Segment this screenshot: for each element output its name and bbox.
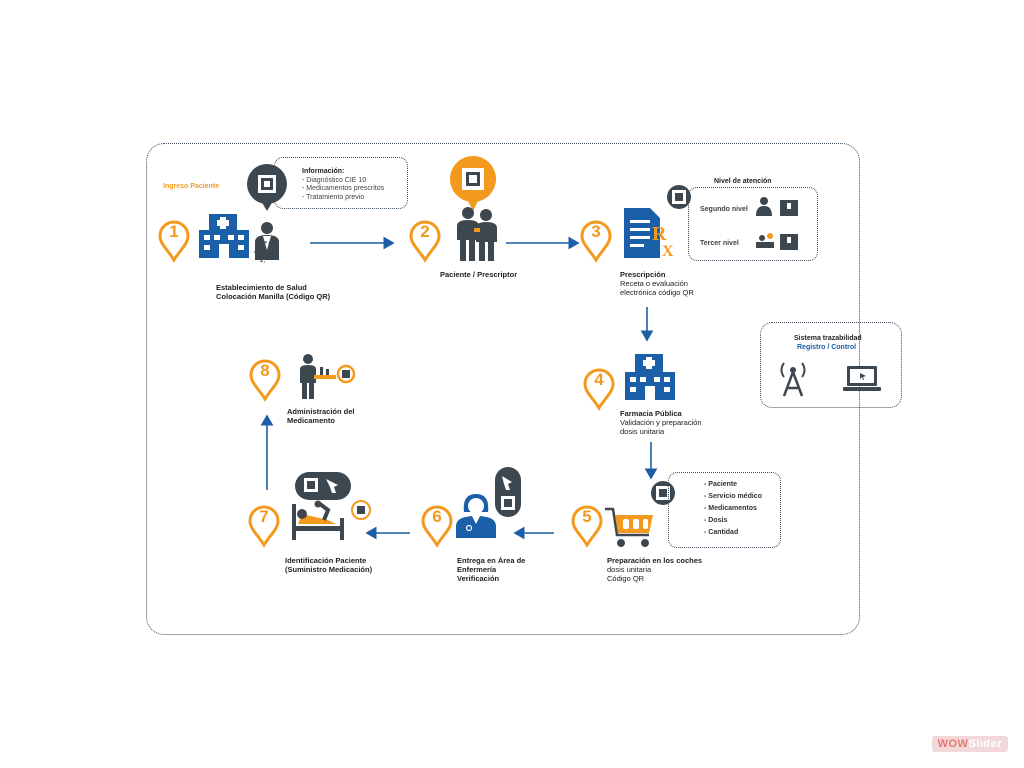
- svg-text:R: R: [652, 223, 667, 245]
- step-3-line: electrónica código QR: [620, 288, 694, 297]
- step-8-title: Administración del: [287, 407, 355, 416]
- step-6-caption: Entrega en Área de Enfermería Verificaci…: [457, 556, 525, 583]
- cart-icon: [605, 507, 653, 547]
- step-4-title: Farmacia Pública: [620, 409, 682, 418]
- step-number: 5: [582, 507, 592, 526]
- step-8-caption: Administración del Medicamento: [287, 407, 355, 425]
- info-item: - Medicamentos prescritos: [302, 185, 385, 192]
- care-level-second: Segundo nivel: [700, 206, 748, 213]
- step-5-title: Preparación en los coches: [607, 556, 703, 565]
- traceability-subtitle: Registro / Control: [797, 344, 857, 351]
- step-3-title: Prescripción: [620, 270, 666, 279]
- step-number: 6: [432, 507, 442, 526]
- traceability-box: [760, 322, 902, 408]
- step-6-line: Enfermería: [457, 565, 497, 574]
- step-8-marker: 8: [249, 359, 281, 402]
- step-7-caption: Identificación Paciente (Suministro Medi…: [285, 556, 372, 574]
- step-8-line: Medicamento: [287, 416, 335, 425]
- step-number: 8: [260, 361, 270, 380]
- doctor-icon: [254, 222, 279, 263]
- wowslider-watermark[interactable]: WOWSlider: [931, 736, 1008, 752]
- qr-scan-capsule-icon: [295, 472, 351, 500]
- step-4-caption: Farmacia Pública Validación y preparació…: [620, 409, 702, 436]
- step-2-caption: Paciente / Prescriptor: [440, 270, 517, 279]
- step-5-line: Código QR: [607, 574, 645, 583]
- step-1-line: Colocación Manilla (Código QR): [216, 292, 331, 301]
- step-7-marker: 7: [248, 505, 280, 548]
- step-7-line: (Suministro Medicación): [285, 565, 373, 574]
- qr-code-icon: [667, 185, 691, 209]
- pharmacy-icon: [625, 354, 675, 400]
- step-2-title: Paciente / Prescriptor: [440, 270, 518, 279]
- administration-icon: [300, 354, 356, 399]
- cart-list-item: - Dosis: [704, 517, 728, 524]
- watermark-slider: Slider: [968, 738, 1002, 750]
- step-4-marker: 4: [583, 368, 615, 411]
- step-6-title: Entrega en Área de: [457, 556, 526, 565]
- scanner-qr-capsule-icon: [495, 467, 521, 517]
- care-level-box: [688, 187, 818, 261]
- cart-list-item: - Servicio médico: [704, 493, 762, 500]
- step-number: 7: [259, 507, 269, 526]
- svg-text:X: X: [662, 243, 674, 260]
- info-item: - Tratamiento previo: [302, 194, 365, 201]
- step-1-marker: 1: [158, 220, 190, 263]
- cart-list: - Paciente - Servicio médico - Medicamen…: [704, 479, 762, 539]
- info-item: - Diagnóstico CIE 10: [302, 177, 367, 184]
- third-level-icon: [756, 233, 798, 250]
- step-3-line: Receta o evaluación: [620, 279, 688, 288]
- intake-label: Ingreso Paciente: [163, 183, 220, 190]
- step-6-marker: 6: [421, 505, 453, 548]
- step-1-title: Establecimiento de Salud: [216, 283, 307, 292]
- cart-list-item: - Medicamentos: [704, 505, 757, 512]
- step-3-caption: Prescripción Receta o evaluación electró…: [620, 270, 694, 297]
- qr-badge-icon: [351, 500, 371, 520]
- antenna-icon: [780, 362, 806, 397]
- step-6-line: Verificación: [457, 574, 500, 583]
- cart-list-box: [668, 472, 781, 548]
- hospital-bed-icon: [292, 500, 344, 540]
- step-3-marker: 3: [580, 220, 612, 263]
- hospital-icon: [199, 214, 249, 258]
- laptop-icon: [843, 366, 881, 391]
- info-box-title: Información:: [302, 168, 345, 175]
- step-7-title: Identificación Paciente: [285, 556, 367, 565]
- step-number: 3: [591, 222, 601, 241]
- qr-bubble-orange-icon: [450, 156, 496, 211]
- step-1-caption: Establecimiento de Salud Colocación Mani…: [216, 283, 330, 301]
- prescription-icon: R X: [624, 208, 674, 260]
- traceability-title: Sistema trazabilidad: [794, 335, 862, 342]
- qr-bubble-icon: [247, 164, 287, 211]
- step-number: 1: [169, 222, 179, 241]
- step-2-marker: 2: [409, 220, 441, 263]
- second-level-icon: [756, 197, 798, 216]
- step-5-line: dosis unitaria: [607, 565, 652, 574]
- step-5-caption: Preparación en los coches dosis unitaria…: [607, 556, 702, 583]
- cart-list-item: - Paciente: [704, 481, 738, 488]
- step-number: 4: [594, 370, 604, 389]
- care-level-third: Tercer nivel: [700, 240, 739, 247]
- care-level-title: Nivel de atención: [714, 178, 772, 185]
- nurse-icon: [456, 494, 496, 538]
- step-4-line: Validación y preparación: [620, 418, 702, 427]
- qr-code-icon: [651, 481, 675, 505]
- step-number: 2: [420, 222, 430, 241]
- step-4-line: dosis unitaria: [620, 427, 665, 436]
- step-5-marker: 5: [571, 505, 603, 548]
- watermark-wow: WOW: [937, 738, 969, 750]
- cart-list-item: - Cantidad: [704, 529, 739, 536]
- patient-prescriber-icon: [457, 207, 497, 261]
